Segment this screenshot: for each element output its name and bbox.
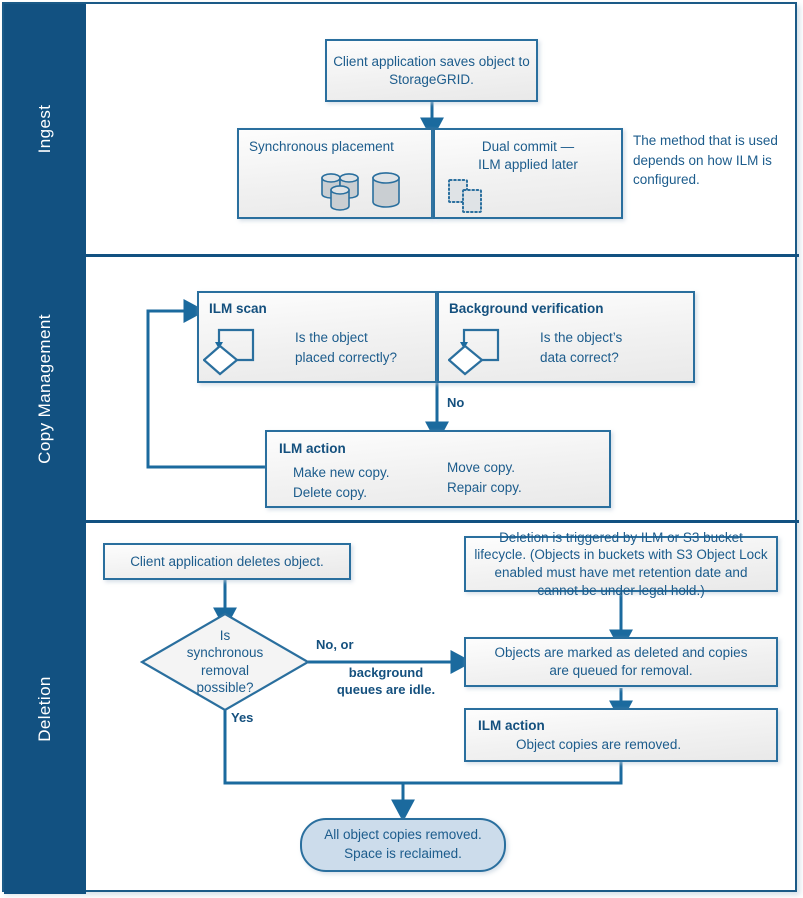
ingest-dual-commit-line2: ILM applied later: [478, 156, 578, 172]
section-band-ingest: Ingest: [4, 4, 86, 254]
background-verification-title: Background verification: [449, 301, 604, 316]
section-band-label-copy-management: Copy Management: [35, 313, 54, 464]
ilm-scan-question: Is the object placed correctly?: [295, 328, 425, 367]
deletion-marked-box[interactable]: Objects are marked as deleted and copies…: [464, 637, 778, 687]
ilm-scan-title: ILM scan: [209, 301, 267, 316]
deletion-marked-line1: Objects are marked as deleted and copies: [494, 645, 748, 661]
section-band-label-ingest: Ingest: [35, 104, 54, 154]
deletion-ilm-action-box[interactable]: ILM action: [464, 708, 778, 762]
background-verification-question: Is the object’s data correct?: [540, 328, 680, 367]
deletion-decision-line2: synchronous: [186, 645, 264, 661]
deletion-no-line2: background: [348, 665, 424, 681]
ingest-note-text: The method that is used depends on how I…: [633, 133, 778, 188]
background-verification-question-line1: Is the object’s: [540, 330, 623, 345]
ingest-start-text: Client application saves object to Stora…: [333, 53, 530, 87]
deletion-client-text: Client application deletes object.: [130, 553, 324, 569]
section-band-copy-management: Copy Management: [4, 257, 86, 520]
storage-cylinders-icon: [318, 168, 418, 216]
ingest-start-box[interactable]: Client application saves object to Stora…: [325, 39, 538, 102]
deletion-client-box[interactable]: Client application deletes object.: [103, 543, 351, 580]
section-band-label-deletion: Deletion: [35, 675, 54, 742]
background-verification-question-line2: data correct?: [540, 349, 619, 365]
ilm-scan-question-line2: placed correctly?: [295, 349, 398, 365]
deletion-yes-label: Yes: [231, 710, 254, 725]
ilm-scan-question-line1: Is the object: [295, 330, 368, 345]
copy-ilm-action-column-2: Move copy. Repair copy.: [447, 458, 577, 497]
ingest-synchronous-placement-label: Synchronous placement: [249, 139, 394, 154]
ingest-note: The method that is used depends on how I…: [633, 131, 783, 190]
background-verification-box[interactable]: Background verification: [437, 291, 695, 383]
copy-ilm-action-c1-line1: Make new copy.: [293, 465, 390, 480]
section-band-deletion: Deletion: [4, 523, 86, 894]
deletion-decision-line4: possible?: [196, 679, 254, 695]
deletion-decision-line1: Is: [219, 628, 231, 643]
dashed-copies-icon: [447, 178, 493, 218]
deletion-trigger-box[interactable]: Deletion is triggered by ILM or S3 bucke…: [464, 530, 778, 598]
deletion-no-line3: queues are idle.: [336, 681, 436, 697]
deletion-trigger-text: Deletion is triggered by ILM or S3 bucke…: [474, 529, 768, 598]
copy-ilm-action-title: ILM action: [279, 441, 346, 456]
deletion-ilm-action-body: Object copies are removed.: [516, 737, 682, 752]
copy-ilm-action-c2-line1: Move copy.: [447, 460, 516, 475]
deletion-marked-line2: are queued for removal.: [549, 663, 693, 678]
deletion-terminal-line2: Space is reclaimed.: [344, 846, 462, 861]
section-divider-2: [4, 520, 799, 523]
copy-no-label: No: [447, 395, 465, 410]
copy-ilm-action-c2-line2: Repair copy.: [447, 479, 522, 495]
ingest-synchronous-placement-box[interactable]: Synchronous placement: [237, 128, 433, 219]
deletion-no-line1: No, or: [316, 637, 354, 652]
deletion-decision-line3: removal: [200, 662, 249, 678]
deletion-decision-diamond[interactable]: [139, 612, 311, 712]
deletion-no-label: No, or background queues are idle.: [316, 637, 456, 698]
section-divider-1: [4, 254, 799, 257]
deletion-ilm-action-title: ILM action: [478, 718, 545, 733]
ilm-scan-loop-decision-icon: [202, 322, 265, 377]
background-verification-loop-decision-icon: [447, 322, 510, 377]
ilm-scan-box[interactable]: ILM scan: [197, 291, 437, 383]
ingest-dual-commit-line1: Dual commit —: [481, 139, 575, 154]
deletion-terminal-box[interactable]: All object copies removed. Space is recl…: [300, 818, 506, 872]
deletion-terminal-line1: All object copies removed.: [324, 827, 482, 843]
copy-ilm-action-c1-line2: Delete copy.: [293, 484, 368, 500]
copy-ilm-action-column-1: Make new copy. Delete copy.: [293, 463, 423, 502]
deletion-decision-text: Is synchronous removal possible?: [160, 627, 290, 696]
copy-ilm-action-box[interactable]: ILM action: [265, 430, 611, 508]
